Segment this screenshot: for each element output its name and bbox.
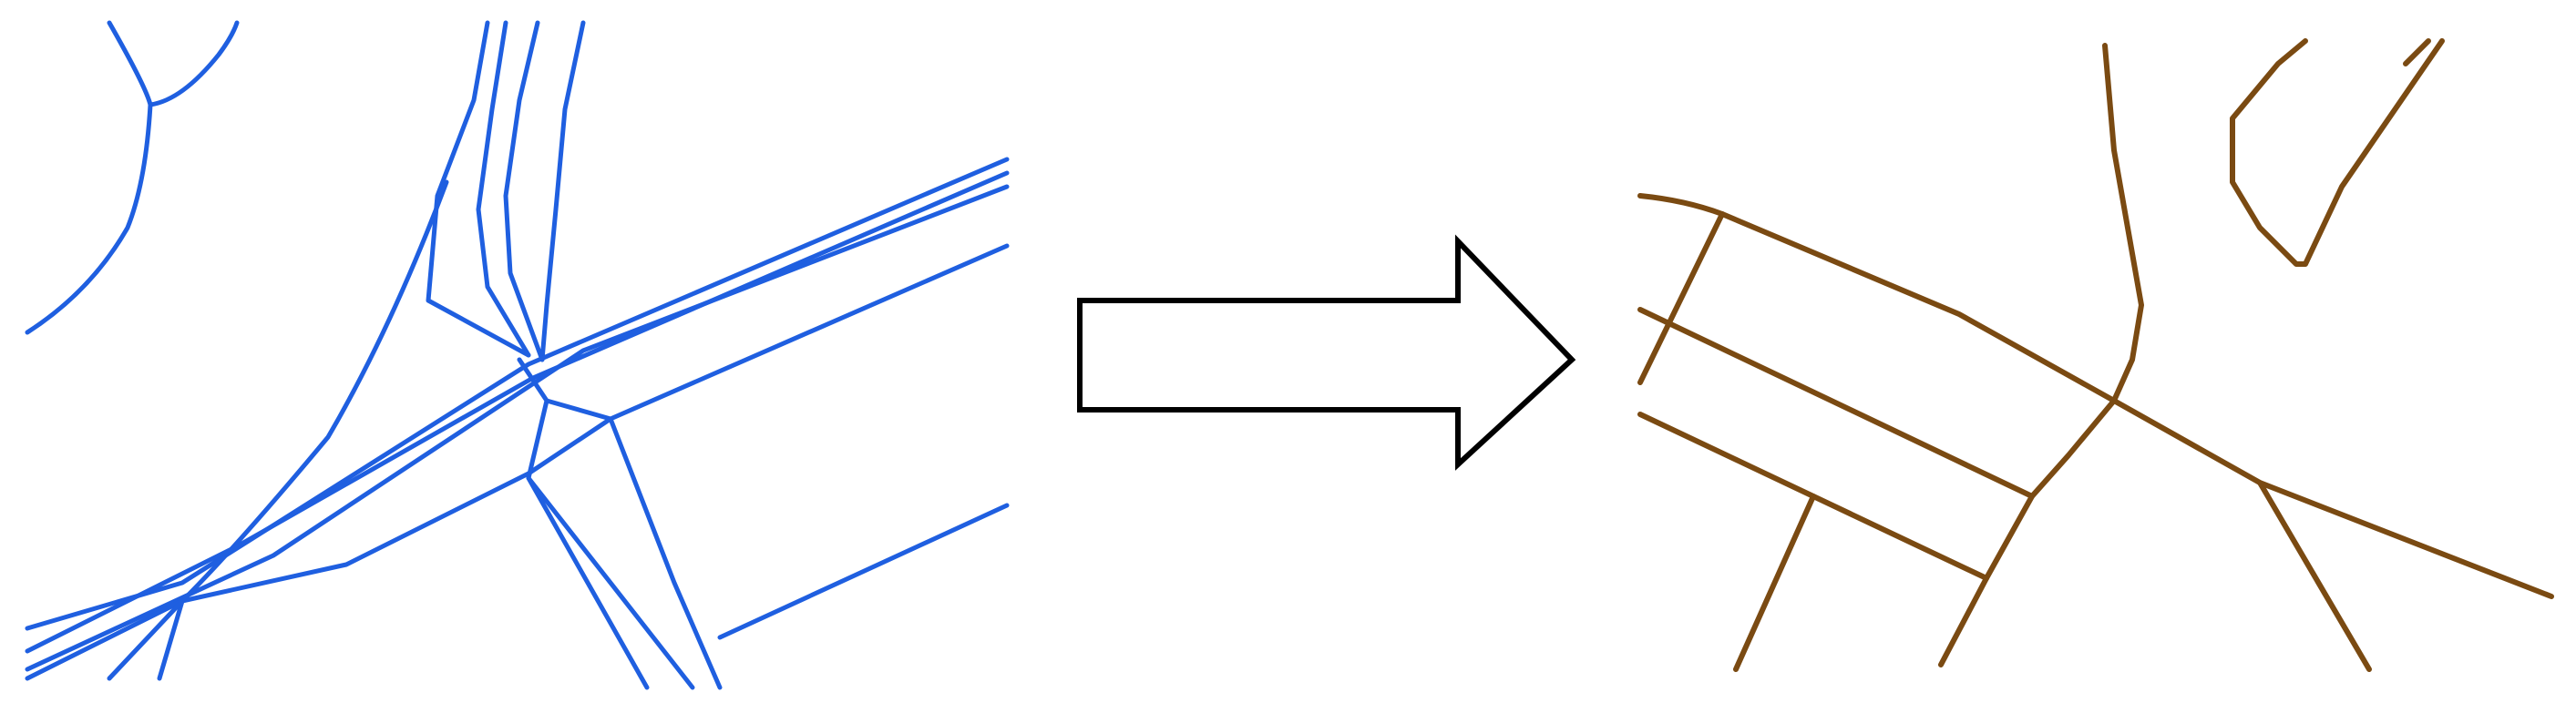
centerline xyxy=(1733,494,1816,672)
road-line xyxy=(180,179,449,604)
raw-road-lines-panel xyxy=(25,20,1010,690)
centerline xyxy=(1938,43,2144,667)
road-line xyxy=(426,20,531,358)
transform-arrow xyxy=(1077,234,1576,471)
centerline xyxy=(1637,211,1725,385)
road-line xyxy=(544,398,723,690)
road-line xyxy=(526,475,695,690)
road-line xyxy=(25,102,153,335)
arrow-shape xyxy=(1077,234,1576,471)
road-line xyxy=(476,20,531,358)
centerline xyxy=(2403,38,2431,66)
road-line xyxy=(717,503,1010,640)
road-line xyxy=(25,184,1010,672)
centerline xyxy=(2257,480,2372,672)
centerline xyxy=(1637,307,2035,499)
merged-road-centerlines-panel xyxy=(1637,38,2554,672)
centerline xyxy=(1637,193,1725,217)
road-line xyxy=(25,157,1010,631)
road-line xyxy=(25,170,1010,654)
road-line xyxy=(157,598,185,681)
road-line xyxy=(539,20,586,362)
road-line xyxy=(107,598,185,681)
centerline xyxy=(2230,38,2445,267)
road-line xyxy=(503,20,545,362)
road-line xyxy=(107,20,240,107)
road-line xyxy=(25,243,1010,681)
road-line xyxy=(517,357,650,690)
